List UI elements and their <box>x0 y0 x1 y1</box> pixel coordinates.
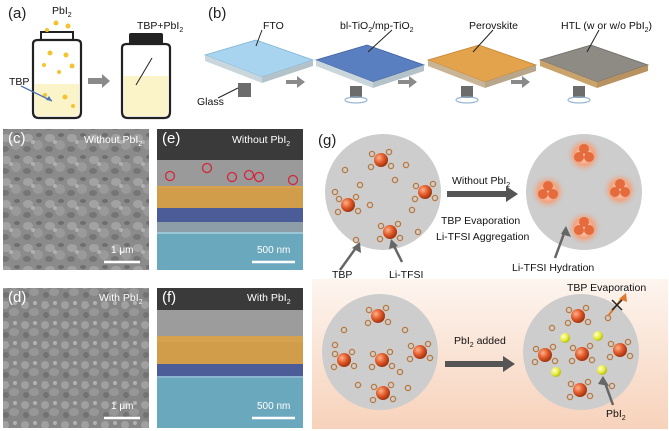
tbp-evaporation-label: TBP Evaporation <box>441 215 521 227</box>
pbi2-added-label: PbI2 added <box>454 335 506 350</box>
litfsi-hydrated-clusters <box>530 137 638 246</box>
cross-section-e <box>157 129 303 270</box>
circle-initial <box>325 134 441 250</box>
tio2-label: bl-TiO2/mp-TiO2 <box>340 20 414 35</box>
void-markers <box>164 162 299 186</box>
circle-without-pbi2 <box>526 134 642 250</box>
tbp-pbi2-label: TBP+PbI2 <box>137 20 184 35</box>
panel-label-e: (e) <box>162 130 181 147</box>
scale-label-f: 500 nm <box>257 401 291 412</box>
caption-d: With PbI2 <box>99 292 143 307</box>
arrow-without-pbi2 <box>447 186 518 202</box>
caption-f: With PbI2 <box>247 292 291 307</box>
caption-e: Without PbI2 <box>232 134 291 149</box>
sem-image-c <box>3 129 149 270</box>
pbi2-label-a: PbI2 <box>52 5 72 20</box>
litfsi-hydration-label: Li-TFSI Hydration <box>512 262 595 274</box>
fto-label: FTO <box>263 20 284 32</box>
litfsi-label-g: Li-TFSI <box>389 269 424 281</box>
vial-solution-1 <box>35 84 79 116</box>
htl-label: HTL (w or w/o PbI2) <box>561 20 653 35</box>
scale-label-d: 1 μm <box>111 401 134 412</box>
circle-with-pbi2-initial <box>322 294 438 410</box>
tbp-evaporation-blocked-label: TBP Evaporation <box>567 282 647 294</box>
arrow-a <box>88 74 110 88</box>
litfsi-molecules-final <box>531 304 634 401</box>
tbp-pbi2-pointer <box>135 57 153 86</box>
panel-label-g: (g) <box>318 132 337 149</box>
pbi2-label-g: PbI2 <box>606 408 626 423</box>
scale-label-e: 500 nm <box>257 245 291 256</box>
vial-solution-2 <box>124 76 168 116</box>
panel-label-b: (b) <box>208 5 227 22</box>
scale-label-c: 1 μm <box>111 245 134 256</box>
tbp-label-a: TBP <box>9 76 30 88</box>
fto-substrate <box>203 39 315 97</box>
litfsi-molecules-bottom <box>330 304 434 404</box>
cross-section-f <box>157 288 303 428</box>
panel-label-d: (d) <box>8 289 27 306</box>
litfsi-molecules-top <box>334 148 439 243</box>
caption-c: Without PbI2 <box>84 134 143 149</box>
tio2-substrate <box>314 44 426 104</box>
perovskite-substrate <box>426 44 538 104</box>
panel-label-f: (f) <box>162 289 177 306</box>
litfsi-aggregation-label: Li-TFSI Aggregation <box>436 231 530 243</box>
tbp-label-g: TBP <box>332 269 353 281</box>
pbi2-dots <box>551 331 607 377</box>
perovskite-label: Perovskite <box>469 20 519 32</box>
glass-label: Glass <box>197 96 224 108</box>
sem-image-d <box>3 288 149 428</box>
vial-cap-2 <box>129 33 163 45</box>
tbp-molecules-bottom <box>331 326 412 392</box>
htl-substrate <box>538 44 650 104</box>
arrow-pbi2-added <box>445 356 515 372</box>
pbi2-particles-1 <box>42 20 75 108</box>
tbp-pointer <box>20 85 53 102</box>
panel-label-a: (a) <box>8 5 27 22</box>
without-pbi2-label: Without PbI2 <box>452 175 511 190</box>
tbp-molecules-top <box>331 161 422 244</box>
panel-label-c: (c) <box>8 130 26 147</box>
